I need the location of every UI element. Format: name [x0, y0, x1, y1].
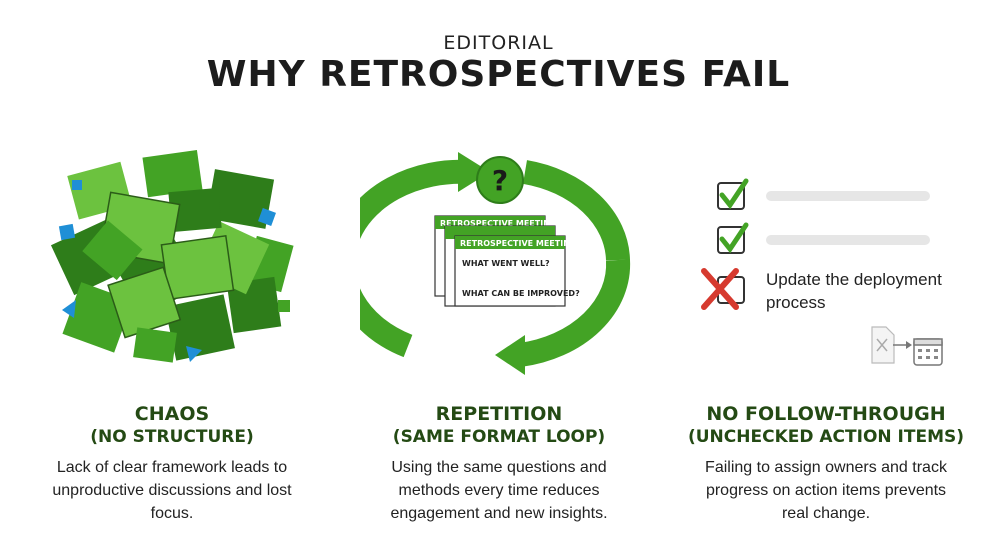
back-card-header: RETROSPECTIVE MEETING — [440, 219, 556, 228]
scattered-sticky-notes-icon — [50, 150, 294, 363]
reschedule-icon — [871, 326, 943, 366]
front-card-header: RETROSPECTIVE MEETING — [460, 239, 576, 248]
checklist-icon — [701, 178, 943, 366]
loop-arrows-icon: ? RETROSPECTIVE MEETING RETROSPECTIVE ME… — [360, 152, 631, 375]
question-went-well: WHAT WENT WELL? — [462, 259, 550, 268]
column-heading: CHAOS — [134, 403, 210, 425]
column-body: Failing to assign owners and track progr… — [705, 459, 947, 522]
kicker: EDITORIAL — [443, 32, 554, 54]
column-subheading: (SAME FORMAT LOOP) — [392, 427, 606, 447]
column-heading: NO FOLLOW-THROUGH — [706, 403, 946, 425]
column-repetition: REPETITION (SAME FORMAT LOOP) Using the … — [334, 402, 664, 525]
question-badge-icon: ? — [492, 164, 508, 197]
column-subheading: (UNCHECKED ACTION ITEMS) — [687, 427, 965, 447]
column-follow-through: NO FOLLOW-THROUGH (UNCHECKED ACTION ITEM… — [661, 402, 991, 525]
unchecked-action-item: Update the deployment process — [766, 270, 942, 312]
column-subheading: (NO STRUCTURE) — [90, 427, 254, 447]
column-body: Using the same questions and methods eve… — [390, 459, 608, 522]
column-body: Lack of clear framework leads to unprodu… — [52, 459, 292, 522]
column-heading: REPETITION — [435, 403, 563, 425]
question-improved: WHAT CAN BE IMPROVED? — [462, 289, 580, 298]
page-title: WHY RETROSPECTIVES FAIL — [206, 54, 791, 95]
column-chaos: CHAOS (NO STRUCTURE) Lack of clear frame… — [7, 402, 337, 525]
